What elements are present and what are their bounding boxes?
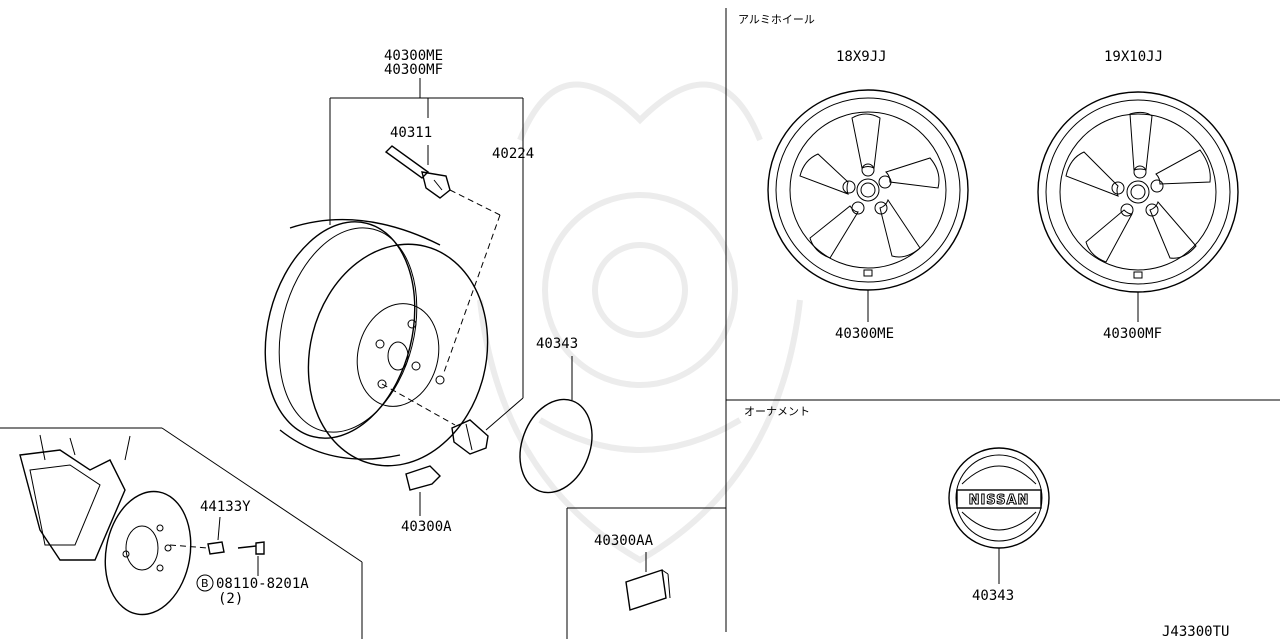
ornament-title: オーナメント [744, 405, 810, 418]
panel-borders [0, 8, 1280, 639]
sleeve [207, 541, 225, 555]
alloy-wheel-19 [1037, 91, 1239, 293]
watermark [477, 81, 803, 564]
label-44133Y: 44133Y [200, 499, 251, 515]
wheel-assembly: 40300ME 40300MF 40311 40224 [264, 48, 593, 535]
brake-inset: 44133Y B 08110-8201A (2) [19, 434, 309, 616]
label-40311: 40311 [390, 125, 432, 141]
label-qty-2: (2) [218, 591, 243, 607]
bolt-badge-letter: B [201, 577, 209, 590]
emblem-text: NISSAN [969, 493, 1030, 508]
balance-weight [405, 465, 441, 491]
label-40300AA: 40300AA [594, 533, 654, 549]
alloy-wheel-18 [767, 89, 969, 291]
label-40300MF: 40300MF [1103, 326, 1162, 342]
center-cap [519, 398, 593, 494]
bolt-badge [196, 574, 214, 592]
ornament-panel: オーナメント NISSAN 40343 [744, 405, 1050, 604]
repair-kit: 40300AA [594, 533, 671, 611]
label-08110-8201A: 08110-8201A [216, 576, 309, 592]
label-40300MF-top: 40300MF [384, 62, 443, 78]
steel-wheel [264, 218, 489, 467]
label-40300ME-top: 40300ME [384, 48, 443, 64]
label-40343-top: 40343 [536, 336, 578, 352]
valve-stem [384, 145, 451, 199]
label-40300A: 40300A [401, 519, 452, 535]
label-40300ME: 40300ME [835, 326, 894, 342]
size-18x9jj: 18X9JJ [836, 49, 887, 65]
alloy-title: アルミホイール [738, 13, 815, 26]
label-40224: 40224 [492, 146, 534, 162]
nissan-emblem: NISSAN [948, 447, 1050, 549]
alloy-wheels-panel: アルミホイール 18X9JJ 19X10JJ 40300ME [738, 13, 1239, 342]
label-40343-ornament: 40343 [972, 588, 1014, 604]
size-19x10jj: 19X10JJ [1104, 49, 1163, 65]
bolt [237, 541, 265, 555]
drawing-number: J43300TU [1162, 624, 1229, 639]
lug-nut [451, 419, 489, 455]
